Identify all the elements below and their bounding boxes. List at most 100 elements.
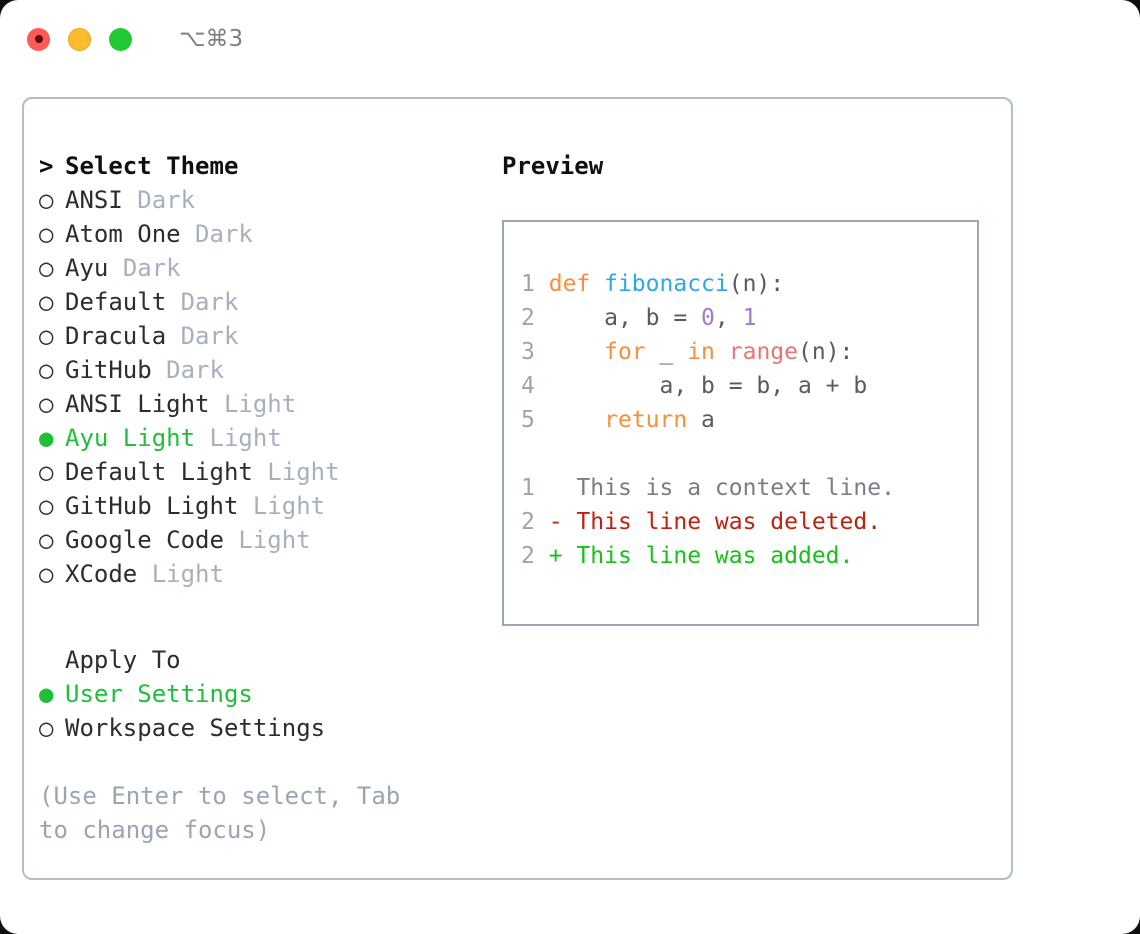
radio-unselected-icon: ○: [39, 560, 54, 588]
theme-name: Google Code: [65, 526, 224, 554]
theme-option-default-light[interactable]: ○Default Light Light: [39, 455, 489, 489]
maximize-button[interactable]: [109, 27, 132, 51]
code-token: return: [604, 407, 688, 433]
theme-option-ayu-light[interactable]: ● Ayu Light Light: [39, 421, 489, 455]
theme-category: Light: [238, 526, 311, 554]
code-token: (n):: [728, 271, 785, 297]
line-number: 4: [521, 373, 535, 399]
minimize-button[interactable]: [68, 27, 91, 51]
theme-option-default[interactable]: ○ Default Dark: [39, 285, 489, 319]
code-token: a, b = b, a + b: [548, 373, 868, 399]
close-button[interactable]: [27, 27, 50, 51]
diff-text: This is a context line.: [562, 475, 895, 501]
theme-name: GitHub: [65, 356, 152, 384]
code-token: _: [645, 339, 688, 365]
theme-category: Dark: [180, 288, 239, 316]
line-number: 3: [521, 339, 535, 365]
theme-name: XCode: [65, 560, 138, 588]
title-bar: ⌥⌘3: [0, 0, 1140, 78]
section-spacer: [39, 591, 489, 643]
theme-category: Dark: [137, 186, 196, 214]
radio-unselected-icon: ○: [39, 458, 54, 486]
code-token: [715, 339, 729, 365]
theme-category: Dark: [122, 254, 181, 282]
prompt-caret-icon: >: [39, 152, 54, 180]
apply-option-workspace-settings[interactable]: ○ Workspace Settings: [39, 711, 489, 745]
theme-category: Dark: [166, 356, 224, 384]
theme-option-xcode[interactable]: ○ XCode Light: [39, 557, 489, 591]
theme-category: Light: [151, 560, 224, 588]
line-number: 1: [521, 271, 535, 297]
diff-line-deleted: 2 - This line was deleted.: [521, 505, 977, 539]
radio-unselected-icon: ○: [39, 714, 54, 742]
line-number: 1: [521, 475, 535, 501]
theme-option-github[interactable]: ○GitHub Dark: [39, 353, 489, 387]
preview-column: Preview 1 def fibonacci(n): 2 a, b = 0, …: [502, 149, 1002, 626]
theme-option-ansi-light[interactable]: ○ ANSI Light Light: [39, 387, 489, 421]
code-token: def: [548, 271, 605, 297]
theme-picker-panel: >Select Theme ○ANSI Dark ○Atom One Dark …: [22, 97, 1013, 880]
theme-category: Light: [252, 492, 326, 520]
preview-gap: [521, 437, 977, 471]
theme-category: Light: [223, 390, 297, 418]
keyboard-shortcut-label: ⌥⌘3: [179, 26, 244, 52]
code-token: [549, 407, 604, 433]
theme-category: Dark: [180, 322, 239, 350]
keyboard-hint-text: (Use Enter to select, Tab to change focu…: [39, 782, 401, 844]
close-icon: [34, 35, 43, 43]
code-line: 5 return a: [521, 403, 977, 437]
radio-unselected-icon: ○: [39, 220, 54, 248]
line-number: 2: [521, 509, 535, 535]
radio-unselected-icon: ○: [39, 526, 54, 554]
code-token: fibonacci: [604, 271, 729, 297]
code-line: 3 for _ in range(n):: [521, 335, 977, 369]
diff-line-context: 1 This is a context line.: [521, 471, 977, 505]
select-theme-header: > Select Theme: [39, 149, 489, 183]
theme-option-ayu[interactable]: ○Ayu Dark: [39, 251, 489, 285]
apply-option-label: Workspace Settings: [65, 714, 326, 742]
code-token: (n):: [798, 339, 854, 365]
apply-option-label: User Settings: [65, 680, 253, 708]
diff-sign: [549, 475, 563, 501]
apply-option-user-settings[interactable]: ● User Settings: [39, 677, 489, 711]
theme-selection-column: >Select Theme ○ANSI Dark ○Atom One Dark …: [39, 149, 489, 847]
preview-box: 1 def fibonacci(n): 2 a, b = 0, 1 3 for …: [502, 220, 979, 626]
code-line: 2 a, b = 0, 1: [521, 301, 977, 335]
radio-unselected-icon: ○: [39, 288, 54, 316]
code-token: range: [728, 339, 799, 365]
theme-name: GitHub Light: [65, 492, 239, 520]
line-number: 5: [521, 407, 535, 433]
code-token: ,: [714, 305, 743, 331]
theme-name: ANSI Light: [65, 390, 210, 418]
theme-option-github-light[interactable]: ○GitHub Light Light: [39, 489, 489, 523]
theme-name: Default: [65, 288, 167, 316]
theme-category: Dark: [195, 220, 253, 248]
code-token: 0: [701, 305, 715, 331]
code-token: a, b =: [548, 305, 702, 331]
preview-heading: Preview: [502, 152, 604, 180]
theme-category: Light: [209, 424, 282, 452]
select-theme-label: Select Theme: [65, 152, 239, 180]
code-token: [549, 339, 604, 365]
apply-to-heading: Apply To: [65, 646, 181, 674]
theme-option-google-code[interactable]: ○ Google Code Light: [39, 523, 489, 557]
radio-selected-icon: ●: [39, 680, 54, 708]
window-controls: [27, 27, 132, 51]
radio-unselected-icon: ○: [39, 254, 54, 282]
code-token: for: [604, 339, 646, 365]
line-number: 2: [521, 305, 535, 331]
code-line: 4 a, b = b, a + b: [521, 369, 977, 403]
theme-option-atom-one[interactable]: ○Atom One Dark: [39, 217, 489, 251]
theme-option-ansi[interactable]: ○ANSI Dark: [39, 183, 489, 217]
theme-option-dracula[interactable]: ○Dracula Dark: [39, 319, 489, 353]
code-token: a: [687, 407, 715, 433]
diff-text: This line was deleted.: [562, 509, 882, 535]
radio-selected-icon: ●: [39, 424, 54, 452]
theme-name: Ayu Light: [65, 424, 196, 452]
theme-name: ANSI: [65, 186, 123, 214]
theme-name: Dracula: [65, 322, 167, 350]
radio-unselected-icon: ○: [39, 390, 54, 418]
code-token: in: [687, 339, 715, 365]
hint-spacer: [39, 745, 489, 779]
diff-sign: -: [548, 509, 563, 535]
